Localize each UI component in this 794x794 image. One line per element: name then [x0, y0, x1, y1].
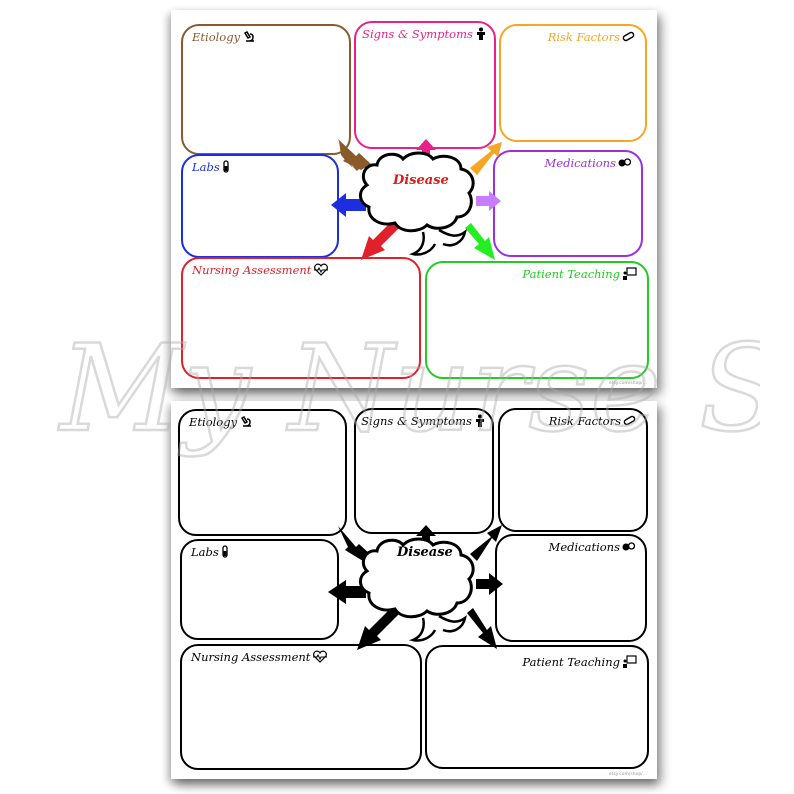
signs-symptoms-box: Signs & Symptoms [354, 21, 496, 149]
etiology-box-bw: Etiology [178, 409, 347, 536]
patient-teaching-box: Patient Teaching [425, 261, 649, 379]
nursing-assessment-box-bw: Nursing Assessment [180, 644, 422, 770]
teacher-board-icon [622, 267, 637, 283]
shop-credit-bw: etsy.com/shop/... [608, 772, 647, 777]
risk-factors-label-bw: Risk Factors [549, 414, 636, 430]
signs-symptoms-label: Signs & Symptoms [356, 27, 494, 43]
pill-icon [622, 30, 635, 46]
shop-credit: etsy.com/shop/... [608, 381, 647, 386]
labs-label-bw: Labs [191, 545, 229, 561]
teacher-board-icon [622, 655, 637, 671]
medications-label-bw: Medications [549, 540, 636, 556]
test-tube-icon [221, 545, 229, 561]
arrow-nursing [361, 220, 401, 260]
etiology-label: Etiology [192, 30, 255, 46]
medications-box-bw: Medications [495, 534, 647, 642]
nursing-assessment-label: Nursing Assessment [192, 263, 329, 279]
risk-factors-box: Risk Factors [499, 24, 647, 142]
capsule-icon [618, 156, 632, 172]
disease-label-bw: Disease [397, 545, 453, 560]
etiology-label-bw: Etiology [189, 415, 252, 431]
patient-teaching-label: Patient Teaching [522, 267, 637, 283]
nursing-assessment-label-bw: Nursing Assessment [191, 650, 328, 666]
microscope-icon [239, 415, 252, 431]
risk-factors-box-bw: Risk Factors [498, 408, 648, 532]
arrow-teaching [467, 608, 497, 649]
medications-box: Medications [493, 150, 643, 257]
bw-worksheet: Etiology Signs & Symptoms Risk Factors L… [171, 401, 657, 779]
signs-symptoms-box-bw: Signs & Symptoms [354, 408, 494, 534]
nursing-assessment-box: Nursing Assessment [181, 257, 421, 379]
microscope-icon [242, 30, 255, 46]
labs-box: Labs [181, 154, 339, 258]
signs-symptoms-label-bw: Signs & Symptoms [356, 414, 492, 430]
heartbeat-icon [312, 650, 328, 666]
etiology-box: Etiology [181, 24, 351, 155]
patient-teaching-box-bw: Patient Teaching [425, 645, 649, 769]
color-worksheet: Etiology Signs & Symptoms Risk Factors L… [171, 10, 657, 388]
pill-icon [623, 414, 636, 430]
patient-icon [475, 27, 488, 43]
labs-label: Labs [192, 160, 230, 176]
heartbeat-icon [313, 263, 329, 279]
labs-box-bw: Labs [180, 539, 339, 640]
disease-label: Disease [393, 173, 449, 188]
patient-teaching-label-bw: Patient Teaching [522, 655, 637, 671]
arrow-teaching [465, 223, 495, 260]
capsule-icon [622, 540, 636, 556]
medications-label: Medications [545, 156, 632, 172]
patient-icon [474, 414, 487, 430]
risk-factors-label: Risk Factors [548, 30, 635, 46]
test-tube-icon [222, 160, 230, 176]
brain-outline [359, 151, 475, 233]
